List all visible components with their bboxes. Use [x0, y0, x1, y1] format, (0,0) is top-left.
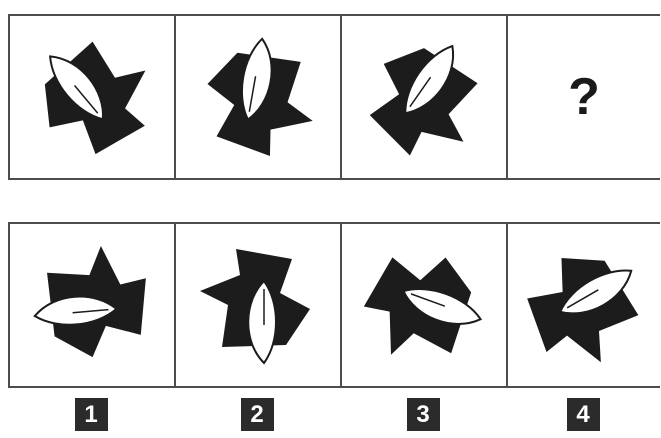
sequence-figure-1 [8, 16, 174, 178]
answer-option-3[interactable] [340, 224, 506, 386]
sequence-figure-3 [340, 16, 506, 178]
answer-option-4[interactable] [506, 224, 660, 386]
arrow-leaf-figure [354, 235, 494, 375]
question-mark: ? [568, 71, 600, 123]
arrow-leaf-figure [514, 235, 654, 375]
answer-label-3[interactable]: 3 [407, 398, 440, 431]
answer-option-1[interactable] [8, 224, 174, 386]
answer-label-2[interactable]: 2 [241, 398, 274, 431]
arrow-leaf-figure [22, 235, 162, 375]
arrow-leaf-figure [188, 27, 328, 167]
arrow-leaf-figure [354, 27, 494, 167]
arrow-leaf-figure [188, 235, 328, 375]
answer-label-1[interactable]: 1 [75, 398, 108, 431]
missing-figure-cell: ? [506, 16, 660, 178]
answer-labels: 1 2 3 4 [8, 398, 660, 438]
sequence-figure-2 [174, 16, 340, 178]
answer-options-row [8, 222, 660, 388]
arrow-leaf-figure [22, 27, 162, 167]
answer-label-4[interactable]: 4 [567, 398, 600, 431]
sequence-row: ? [8, 14, 660, 180]
answer-option-2[interactable] [174, 224, 340, 386]
